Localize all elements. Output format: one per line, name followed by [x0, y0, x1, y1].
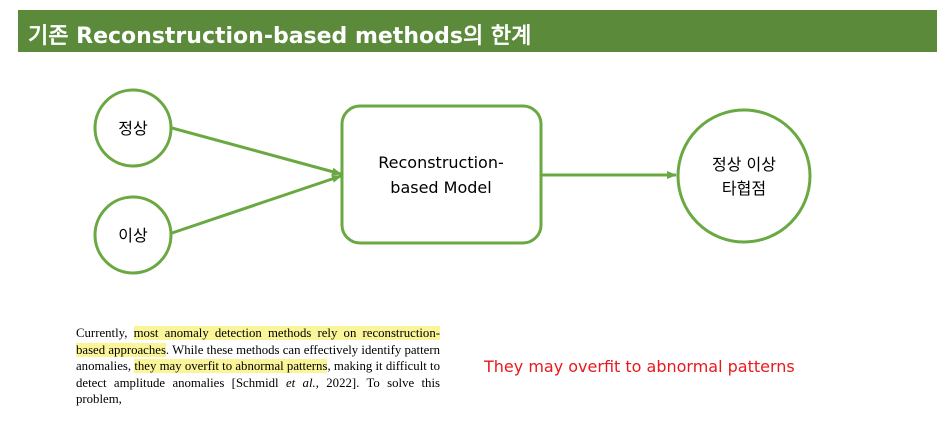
paper-excerpt: Currently, most anomaly detection method…	[76, 325, 440, 408]
flow-diagram: 정상 이상 Reconstruction- based Model 정상 이상 …	[93, 88, 812, 275]
abnormal-input-label: 이상	[118, 226, 148, 245]
page-title: 기존 Reconstruction-based methods의 한계	[28, 24, 532, 49]
reconstruction-model-box	[340, 104, 543, 245]
output-node	[676, 108, 812, 244]
abnormal-input-node	[93, 195, 173, 275]
normal-input-node	[93, 88, 173, 168]
title-bar: 기존 Reconstruction-based methods의 한계	[18, 10, 937, 52]
arrow-normal-to-model	[171, 126, 342, 176]
excerpt-text: . While these methods can effectively id…	[76, 342, 440, 374]
model-label-line1: Reconstruction-	[378, 153, 504, 172]
normal-input-label: 정상	[118, 119, 148, 138]
excerpt-text: Currently,	[76, 326, 134, 340]
overfit-note: They may overfit to abnormal patterns	[484, 357, 795, 376]
output-label-line2: 타협점	[722, 179, 766, 198]
excerpt-text: , making it difficult to detect amplitud…	[76, 359, 440, 390]
excerpt-text: , 2022]. To solve this problem,	[76, 375, 440, 407]
arrow-abnormal-to-model	[171, 174, 342, 235]
excerpt-italic: et al.	[285, 375, 316, 390]
output-label-line1: 정상 이상	[712, 155, 776, 174]
excerpt-highlight-2: they may overfit to abnormal patterns	[134, 359, 328, 374]
model-label-line2: based Model	[390, 178, 491, 197]
